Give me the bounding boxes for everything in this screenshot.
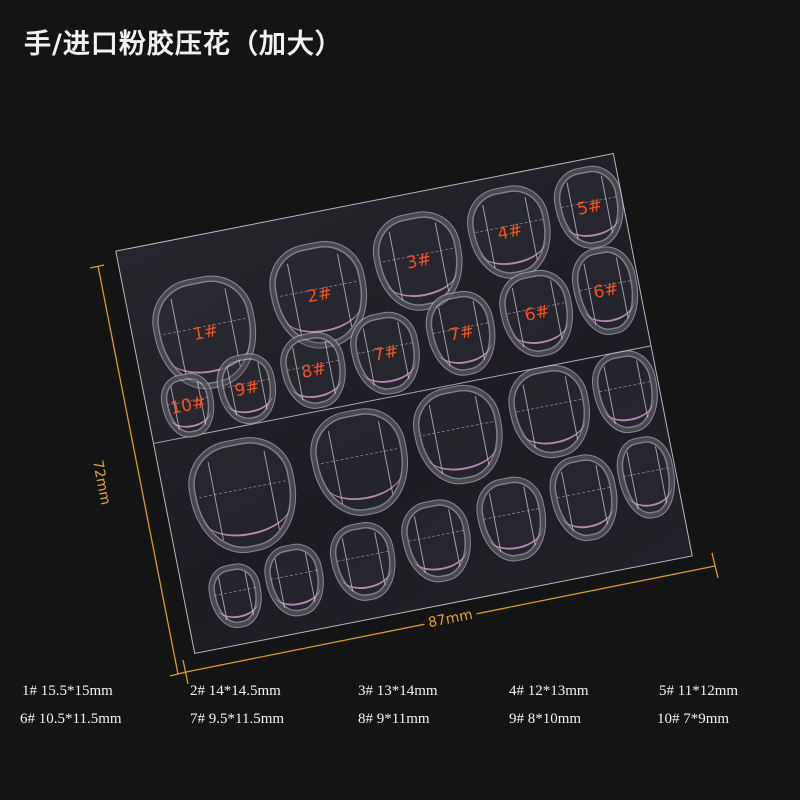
nail-label-3: 3# [404,249,434,274]
nail-label-4: 4# [495,220,525,245]
spec-4: 4# 12*13mm [509,683,589,699]
spec-9: 9# 8*10mm [509,711,582,727]
spec-7: 7# 9.5*11.5mm [190,711,285,727]
width-label: 87mm [422,606,479,632]
nail-sticker-sheet: 1# 2# 3# 4# 5# 10# 9# 8# 7# 7# 6# 6# [115,152,693,655]
nail-label-6a: 6# [522,301,552,326]
nail-label-9: 9# [233,376,262,402]
spec-8: 8# 9*11mm [358,711,430,727]
spec-6: 6# 10.5*11.5mm [20,711,122,727]
nail-label-7a: 7# [371,341,401,366]
nail-label-7b: 7# [447,321,476,346]
nail-label-8: 8# [299,358,329,383]
page-title: 手/进口粉胶压花（加大） [24,29,343,60]
nail-label-1: 1# [191,320,220,346]
spec-10: 10# 7*9mm [657,711,730,727]
spec-5: 5# 11*12mm [659,683,739,699]
spec-2: 2# 14*14.5mm [190,683,281,699]
height-label: 72mm [88,455,115,511]
nail-label-10: 10# [168,392,208,419]
nail-label-6b: 6# [591,278,621,304]
spec-3: 3# 13*14mm [358,683,438,699]
nail-label-5: 5# [575,195,604,220]
nail-label-2: 2# [305,283,334,308]
spec-1: 1# 15.5*15mm [22,683,113,699]
